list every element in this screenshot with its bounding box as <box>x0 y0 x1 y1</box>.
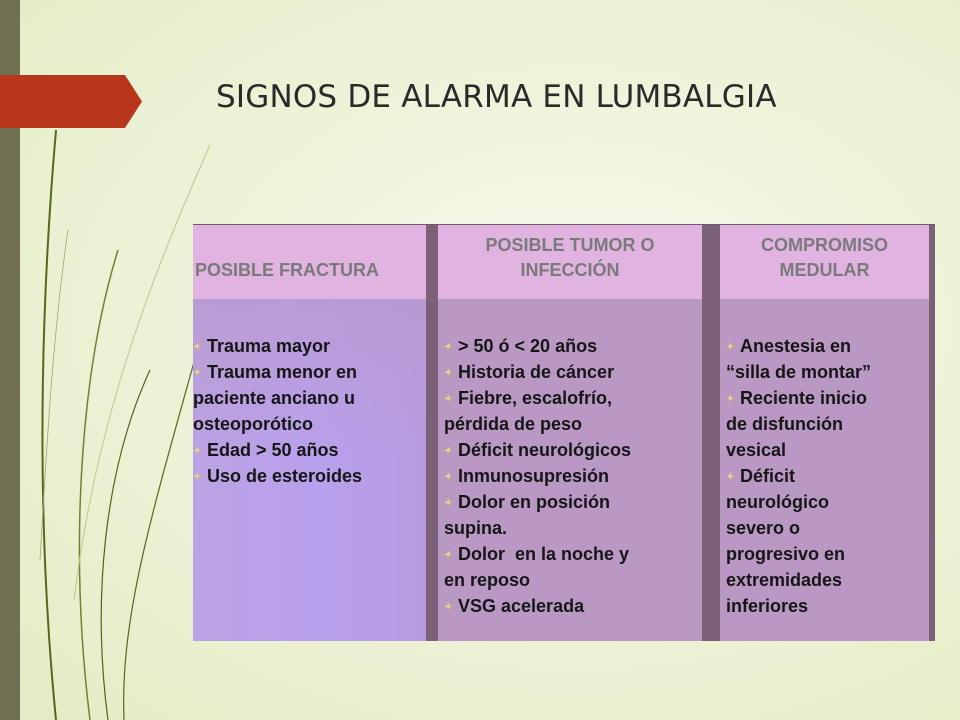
list-item-text: inferiores <box>726 596 809 616</box>
list-item-text: Uso de esteroides <box>207 466 363 486</box>
list-item: en reposo <box>444 567 696 593</box>
list-item: inferiores <box>726 593 923 619</box>
list-item-text: “silla de montar” <box>726 362 872 382</box>
list-item-text: Edad > 50 años <box>207 440 339 460</box>
star-bullet-icon <box>193 446 202 455</box>
list-item-text: paciente anciano u <box>193 388 356 408</box>
list-item: osteoporótico <box>193 411 420 437</box>
list-item: Dolor en la noche y <box>444 541 696 567</box>
column-body: > 50 ó < 20 años Historia de cáncer Fieb… <box>438 299 702 641</box>
list-item: pérdida de peso <box>444 411 696 437</box>
list-item-text: supina. <box>444 518 508 538</box>
list-item-text: extremidades <box>726 570 843 590</box>
star-bullet-icon <box>444 550 453 559</box>
column-header: POSIBLE TUMOR O INFECCIÓN <box>438 225 702 299</box>
list-item: Anestesia en <box>726 333 923 359</box>
list-item-text: Historia de cáncer <box>458 362 615 382</box>
list-item: vesical <box>726 437 923 463</box>
list-item-text: pérdida de peso <box>444 414 583 434</box>
slide-title: SIGNOS DE ALARMA EN LUMBALGIA <box>216 79 777 115</box>
column-spinal-cord-compromise: COMPROMISO MEDULAR Anestesia en “silla d… <box>720 225 929 641</box>
list-item: Déficit neurológicos <box>444 437 696 463</box>
star-bullet-icon <box>444 498 453 507</box>
star-bullet-icon <box>444 472 453 481</box>
list-item-text: osteoporótico <box>193 414 313 434</box>
left-accent-bar <box>0 0 20 720</box>
star-bullet-icon <box>726 394 735 403</box>
list-item-text: Trauma menor en <box>207 362 358 382</box>
star-bullet-icon <box>726 472 735 481</box>
star-bullet-icon <box>444 602 453 611</box>
sign-list: > 50 ó < 20 años Historia de cáncer Fieb… <box>444 333 696 619</box>
star-bullet-icon <box>193 368 202 377</box>
list-item-text: vesical <box>726 440 787 460</box>
star-bullet-icon <box>444 342 453 351</box>
column-possible-tumor-or-infection: POSIBLE TUMOR O INFECCIÓN > 50 ó < 20 añ… <box>438 225 702 641</box>
list-item: progresivo en <box>726 541 923 567</box>
list-item: Uso de esteroides <box>193 463 420 489</box>
column-header: POSIBLE FRACTURA <box>193 225 426 299</box>
list-item-text: severo o <box>726 518 801 538</box>
star-bullet-icon <box>193 472 202 481</box>
list-item: Edad > 50 años <box>193 437 420 463</box>
list-item-text: progresivo en <box>726 544 846 564</box>
star-bullet-icon <box>444 368 453 377</box>
list-item: Dolor en posición <box>444 489 696 515</box>
list-item: Inmunosupresión <box>444 463 696 489</box>
list-item: neurológico <box>726 489 923 515</box>
list-item: Trauma menor en <box>193 359 420 385</box>
list-item: Historia de cáncer <box>444 359 696 385</box>
star-bullet-icon <box>726 342 735 351</box>
list-item-text: en reposo <box>444 570 531 590</box>
column-body: Anestesia en “silla de montar” Reciente … <box>720 299 929 641</box>
list-item: VSG acelerada <box>444 593 696 619</box>
list-item-text: VSG acelerada <box>458 596 585 616</box>
star-bullet-icon <box>444 394 453 403</box>
column-header: COMPROMISO MEDULAR <box>720 225 929 299</box>
star-bullet-icon <box>193 342 202 351</box>
star-bullet-icon <box>444 446 453 455</box>
list-item-text: Déficit <box>740 466 796 486</box>
list-item-text: Anestesia en <box>740 336 852 356</box>
list-item-text: > 50 ó < 20 años <box>458 336 598 356</box>
list-item: paciente anciano u <box>193 385 420 411</box>
list-item-text: Déficit neurológicos <box>458 440 632 460</box>
column-possible-fracture: POSIBLE FRACTURA Trauma mayor Trauma men… <box>193 225 426 641</box>
list-item-text: Dolor en posición <box>458 492 611 512</box>
list-item-text: Reciente inicio <box>740 388 868 408</box>
list-item: Trauma mayor <box>193 333 420 359</box>
list-item: “silla de montar” <box>726 359 923 385</box>
list-item: supina. <box>444 515 696 541</box>
list-item-text: neurológico <box>726 492 829 512</box>
warning-signs-table: POSIBLE FRACTURA Trauma mayor Trauma men… <box>193 224 935 641</box>
list-item: Reciente inicio <box>726 385 923 411</box>
list-item: > 50 ó < 20 años <box>444 333 696 359</box>
column-body: Trauma mayor Trauma menor en paciente an… <box>193 299 426 641</box>
list-item-text: Dolor en la noche y <box>458 544 630 564</box>
list-item-text: Inmunosupresión <box>458 466 610 486</box>
title-arrow-shape <box>0 75 142 128</box>
list-item: Déficit <box>726 463 923 489</box>
sign-list: Trauma mayor Trauma menor en paciente an… <box>193 333 420 489</box>
list-item-text: de disfunción <box>726 414 843 434</box>
list-item: Fiebre, escalofrío, <box>444 385 696 411</box>
list-item: de disfunción <box>726 411 923 437</box>
list-item: extremidades <box>726 567 923 593</box>
list-item-text: Fiebre, escalofrío, <box>458 388 613 408</box>
list-item: severo o <box>726 515 923 541</box>
list-item-text: Trauma mayor <box>207 336 331 356</box>
sign-list: Anestesia en “silla de montar” Reciente … <box>726 333 923 619</box>
